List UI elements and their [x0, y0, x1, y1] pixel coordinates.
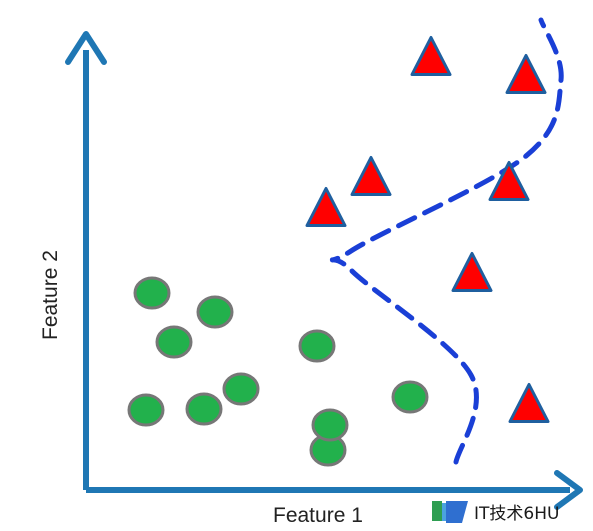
triangle-point: [350, 156, 392, 196]
x-axis-label: Feature 1: [273, 504, 363, 527]
decision-boundary: [330, 17, 564, 465]
circle-point: [185, 392, 223, 426]
triangle-point: [508, 383, 550, 423]
y-axis-arrowhead: [65, 31, 107, 65]
watermark-text: IT技术6HU: [474, 504, 559, 524]
circle-point: [311, 408, 349, 442]
watermark: IT技术6HU: [432, 501, 559, 524]
chart-marks: [127, 17, 564, 467]
x-axis-arrowhead: [554, 470, 583, 510]
triangle-point: [451, 252, 493, 292]
circle-point: [127, 393, 165, 427]
triangle-point: [505, 54, 547, 94]
triangle-point: [410, 36, 452, 76]
logo-icon: [432, 501, 468, 523]
circle-point: [196, 295, 234, 329]
circle-point: [298, 329, 336, 363]
triangle-point: [305, 187, 347, 227]
circle-point: [133, 276, 171, 310]
circle-point: [391, 380, 429, 414]
triangle-point: [488, 161, 530, 201]
circle-point: [155, 325, 193, 359]
y-axis-label: Feature 2: [39, 250, 62, 340]
circle-point: [222, 372, 260, 406]
